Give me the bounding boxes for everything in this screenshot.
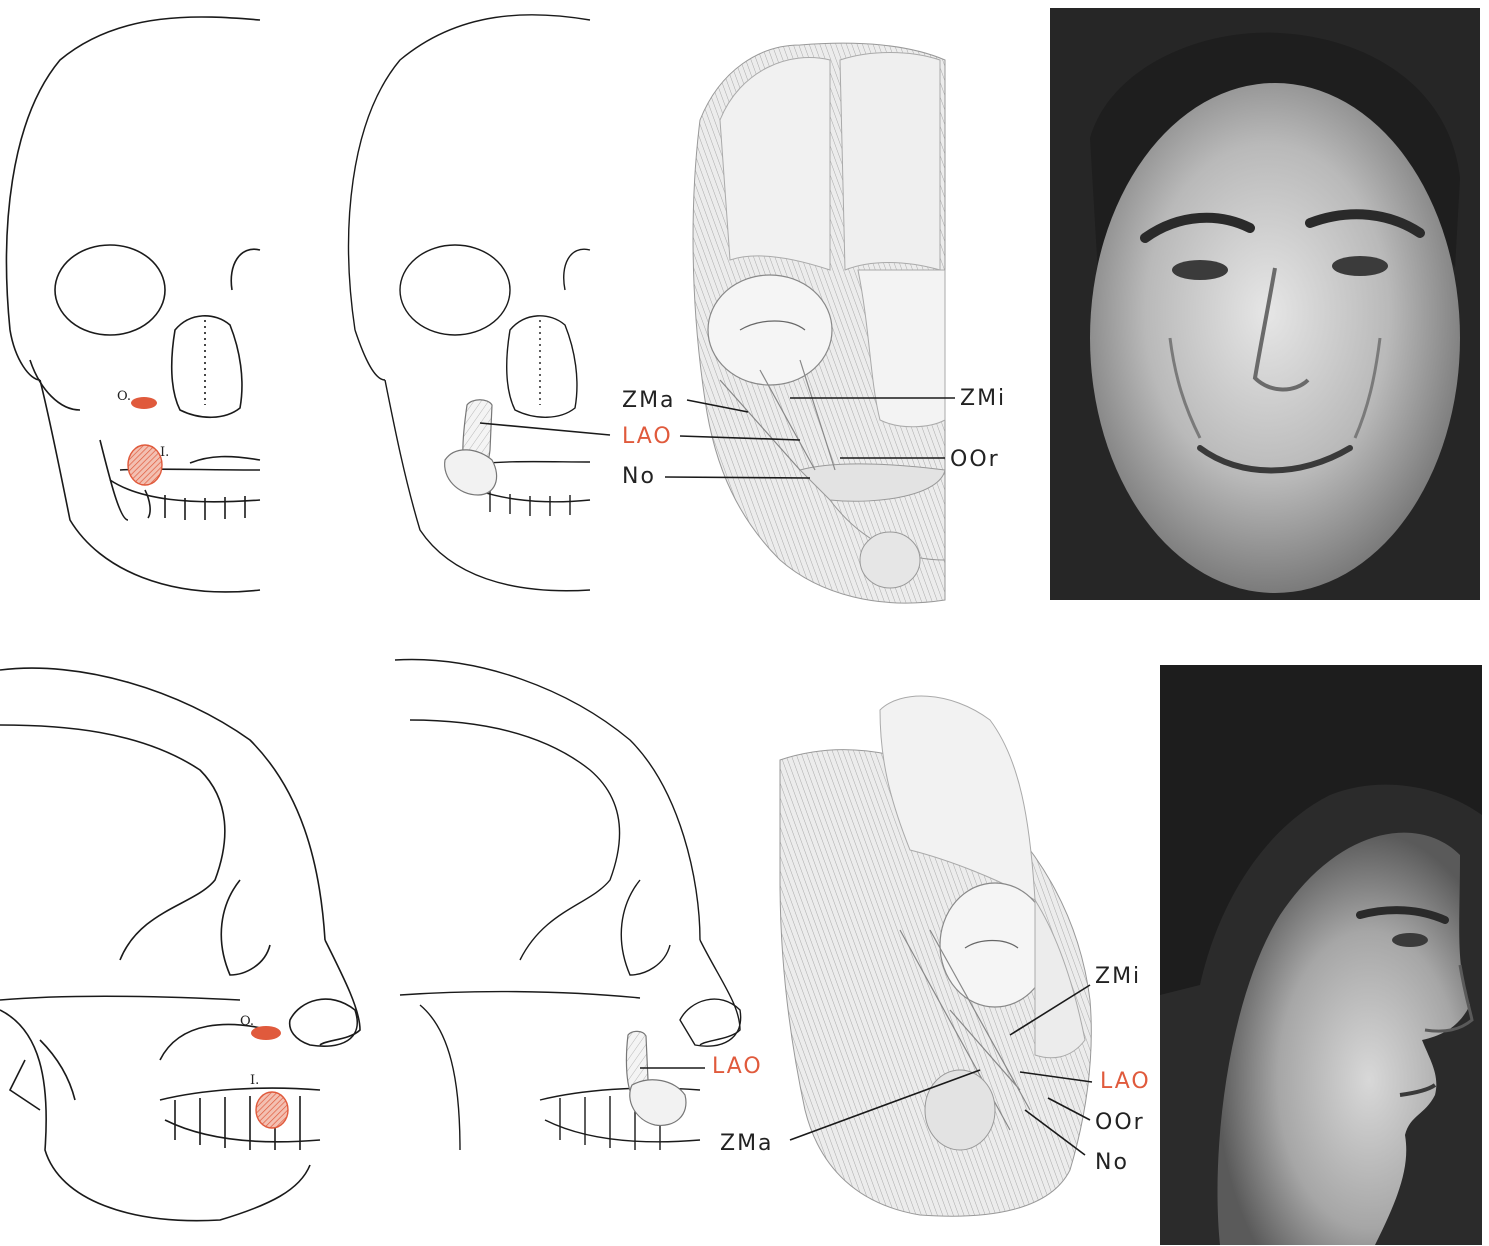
profile-insertion-label: I.: [250, 1074, 259, 1087]
profile-face-photo-art: [1160, 665, 1482, 1245]
profile-face-photo: [1160, 665, 1482, 1245]
profile-origin-label: O.: [240, 1015, 254, 1028]
front-origin-label: O.: [117, 390, 131, 403]
profile-origin-marker: [251, 1026, 281, 1040]
profile-muscle-drawing: [780, 696, 1091, 1216]
profile-label-zmi: ZMi: [1095, 966, 1141, 988]
front-skull-origin-insertion: [7, 17, 260, 592]
frontal-face-photo-art: [1050, 8, 1480, 600]
profile-label-zma: ZMa: [720, 1133, 774, 1155]
front-origin-marker-1: [131, 397, 157, 409]
front-insertion-marker-1: [128, 445, 162, 485]
front-label-zmi: ZMi: [960, 388, 1006, 410]
front-muscle-drawing: [693, 43, 945, 603]
front-skull-muscle: [349, 15, 590, 591]
profile-skull-label-lao: LAO: [712, 1056, 763, 1078]
front-label-lao: LAO: [622, 426, 673, 448]
front-label-oor: OOr: [950, 449, 1000, 471]
profile-label-no: No: [1095, 1152, 1129, 1174]
profile-skull-muscle: [395, 660, 741, 1150]
front-insertion-label: I.: [160, 446, 169, 459]
front-label-zma: ZMa: [622, 390, 676, 412]
profile-insertion-marker: [256, 1092, 288, 1128]
frontal-face-photo: [1050, 8, 1480, 600]
profile-teeth-cluster: [630, 1080, 686, 1126]
profile-label-lao: LAO: [1100, 1071, 1151, 1093]
front-label-no: No: [622, 466, 656, 488]
profile-skull-origin-insertion: [0, 668, 360, 1221]
profile-label-oor: OOr: [1095, 1112, 1145, 1134]
